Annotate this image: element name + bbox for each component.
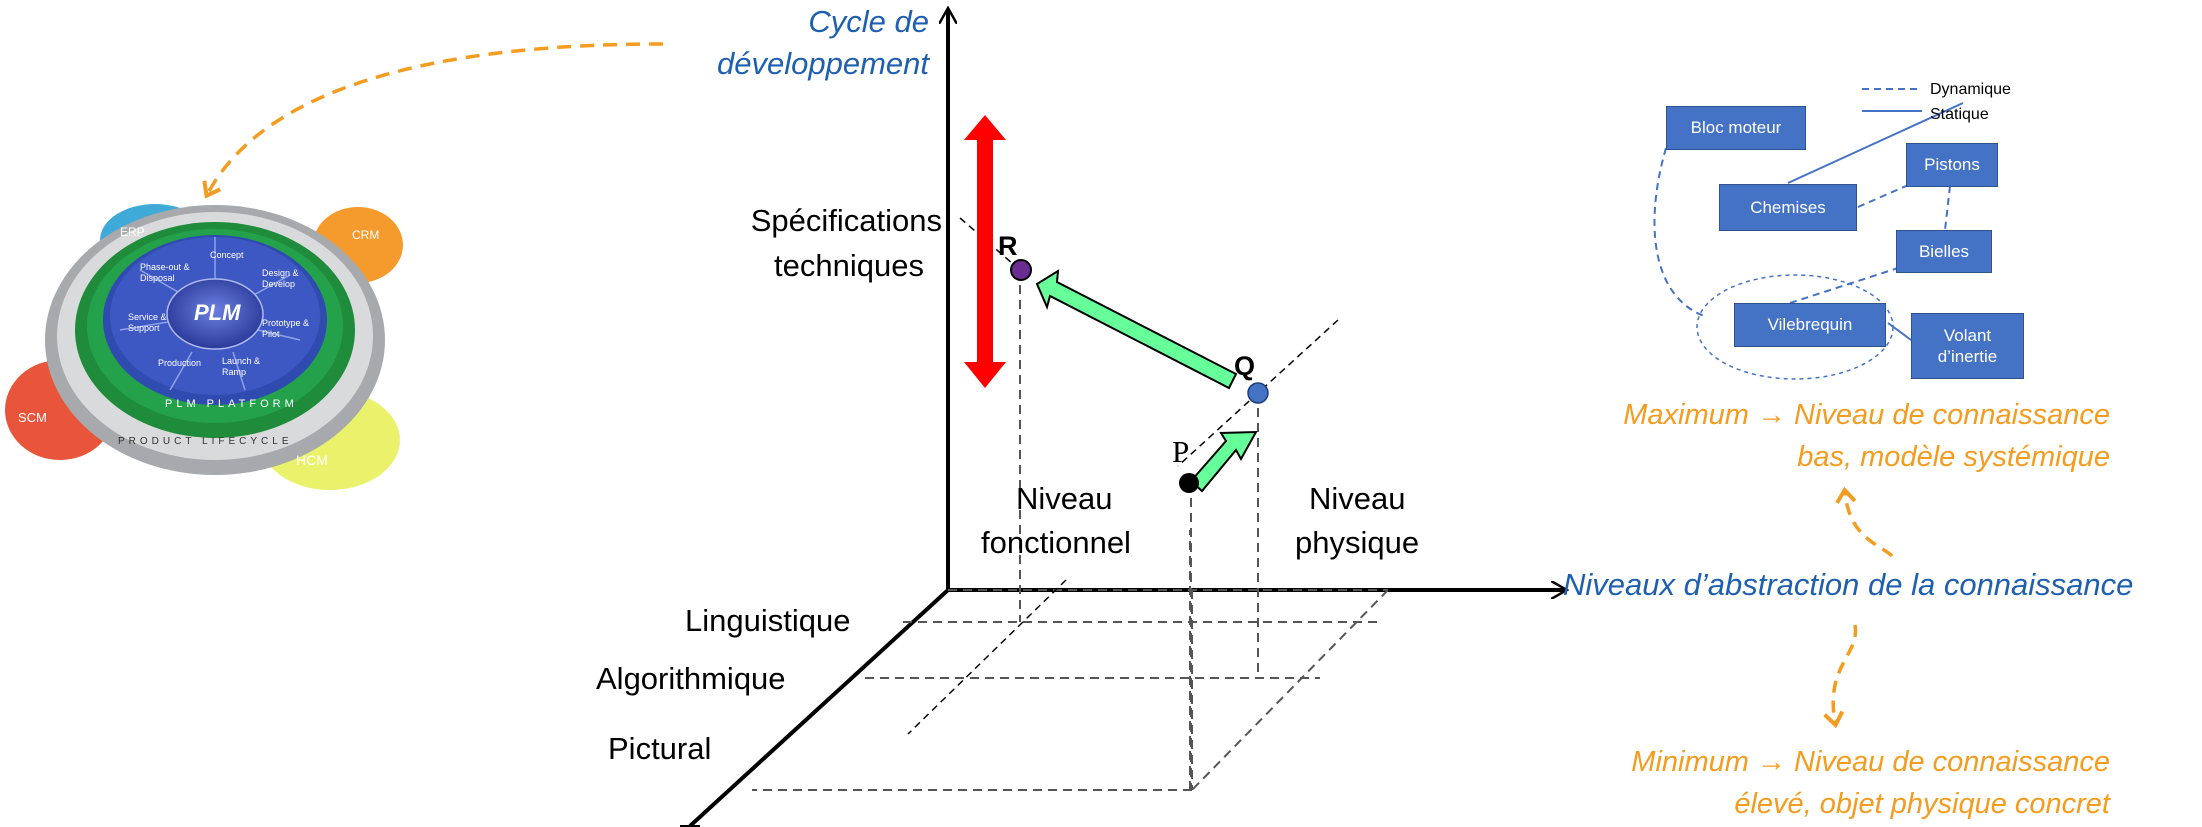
plm-segment-service: Service & Support	[128, 312, 167, 333]
legend-static-label: Statique	[1930, 106, 1989, 123]
box-flywheel-line2: d’inertie	[1937, 347, 1998, 366]
green-arrow-q-to-r	[1035, 269, 1238, 390]
level-linguistique: Linguistique	[685, 603, 851, 638]
diagonal-guides	[907, 217, 1339, 735]
functional-level-line1: Niveau	[1016, 481, 1113, 516]
plm-outer-scm: SCM	[18, 410, 47, 425]
maximum-line2: bas, modèle systémique	[1797, 441, 2110, 473]
plm-outer-crm: CRM	[352, 228, 380, 242]
plm-logo	[5, 204, 403, 490]
plm-segment-prototype: Prototype & Pilot	[262, 318, 310, 339]
x-axis-label: Niveaux d’abstraction de la connaissance	[1563, 567, 2134, 602]
point-q-label: Q	[1234, 351, 1256, 381]
y-axis-label-line1: Cycle de	[808, 4, 929, 39]
red-double-arrow	[964, 115, 1006, 388]
point-p-marker	[1179, 473, 1199, 493]
ground-plane	[752, 530, 1389, 791]
box-crankshaft: Vilebrequin	[1734, 303, 1886, 347]
level-pictural: Pictural	[608, 731, 712, 766]
minimum-line1: Minimum → Niveau de connaissance	[1631, 746, 2110, 778]
plm-outer-hcm: HCM	[296, 452, 328, 468]
physical-level-line2: physique	[1295, 525, 1420, 560]
plm-ring2-label: PRODUCT LIFECYCLE	[118, 436, 293, 447]
y-axis-label-line2: développement	[717, 46, 929, 81]
z-axis	[688, 588, 950, 827]
box-engine-block: Bloc moteur	[1666, 106, 1806, 150]
box-pistons: Pistons	[1906, 143, 1998, 187]
spec-label-line1: Spécifications	[750, 203, 942, 238]
plm-segment-phaseout: Phase-out & Disposal	[140, 262, 190, 283]
orange-arrow-to-plm	[202, 42, 664, 199]
point-p-label: P	[1172, 434, 1190, 469]
box-rods: Bielles	[1896, 230, 1992, 273]
orange-arrow-down	[1823, 624, 1858, 729]
point-q-marker	[1247, 382, 1269, 404]
functional-level-line2: fonctionnel	[981, 525, 1131, 560]
crankshaft-group-ellipse	[1696, 274, 1894, 380]
box-flywheel: Volant d’inertie	[1911, 313, 2024, 379]
spec-label-line2: techniques	[774, 248, 924, 283]
plm-segment-launch: Launch & Ramp	[222, 356, 261, 377]
plm-ring-label: PLM PLATFORM	[165, 398, 298, 410]
plm-center-label: PLM	[194, 300, 241, 325]
axes	[680, 10, 1565, 827]
plm-segment-concept: Concept	[210, 250, 244, 260]
drop-lines	[1019, 270, 1259, 790]
minimum-line2: élevé, objet physique concret	[1734, 788, 2110, 820]
point-r-marker	[1010, 259, 1032, 281]
box-liners: Chemises	[1719, 184, 1857, 231]
legend-dynamic-label: Dynamique	[1930, 81, 2011, 98]
plm-outer-erp: ERP	[120, 225, 145, 239]
point-r-label: R	[998, 231, 1018, 261]
maximum-line1: Maximum → Niveau de connaissance	[1623, 399, 2110, 431]
box-flywheel-line1: Volant	[1943, 325, 1992, 345]
orange-arrow-up	[1835, 486, 1894, 558]
plm-segment-design: Design & Develop	[262, 268, 299, 289]
level-algorithmique: Algorithmique	[596, 661, 786, 696]
plm-segment-production: Production	[158, 358, 202, 368]
physical-level-line1: Niveau	[1309, 481, 1406, 516]
green-arrow-p-to-q	[1189, 430, 1258, 493]
system-model-links	[1653, 88, 1964, 380]
